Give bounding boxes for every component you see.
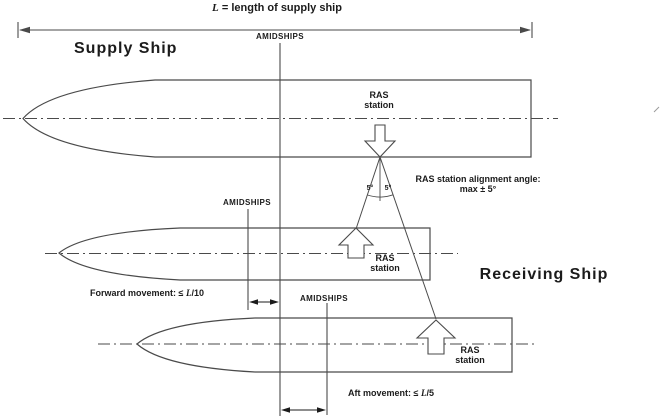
ras-station-label-supply-line1: RAS (369, 90, 389, 100)
aft-movement-prefix: Aft movement: ≤ (348, 388, 421, 398)
movement-arrow-forward (249, 299, 279, 305)
forward-movement-label: Forward movement: ≤ L/10 (90, 288, 204, 298)
forward-movement-suffix: /10 (191, 288, 204, 298)
amidships-label-forward: AMIDSHIPS (222, 198, 272, 207)
amidships-label-aft: AMIDSHIPS (299, 294, 349, 303)
angle-value-right: 5° (384, 185, 392, 192)
movement-arrow-aft (281, 407, 326, 413)
receiving-ship-title: Receiving Ship (479, 266, 609, 283)
alignment-fan-right (379, 156, 437, 320)
angle-value-left: 5° (366, 185, 374, 192)
movement-arrow-aft-head-left (281, 407, 290, 413)
ras-station-label-aft-line1: RAS (460, 345, 480, 355)
forward-ship-hull (58, 227, 431, 281)
ship-length-dimension-line (17, 22, 533, 38)
dimension-arrowhead-left (19, 26, 30, 34)
movement-arrow-forward-head-right (270, 299, 279, 305)
ras-station-label-supply: RAS station (364, 90, 394, 110)
dimension-arrowhead-right (520, 26, 531, 34)
ras-arrow-supply (363, 124, 397, 158)
ras-station-label-forward-line1: RAS (375, 253, 395, 263)
forward-movement-prefix: Forward movement: ≤ (90, 288, 186, 298)
movement-arrow-forward-head-left (249, 299, 258, 305)
alignment-angle-note-line2: max ± 5° (459, 184, 497, 194)
supply-ship-title: Supply Ship (74, 40, 178, 57)
stray-mark (653, 106, 660, 113)
alignment-angle-note: RAS station alignment angle: max ± 5° (415, 174, 540, 194)
supply-ship-hull (22, 79, 532, 158)
aft-movement-variable: L (420, 388, 427, 398)
forward-movement-variable: L (185, 288, 192, 298)
movement-arrow-aft-head-right (317, 407, 326, 413)
ras-station-label-forward: RAS station (370, 253, 400, 273)
ship-length-dimension-label: L = length of supply ship (212, 2, 342, 14)
length-label-text: = length of supply ship (218, 2, 342, 14)
alignment-angle-note-line1: RAS station alignment angle: (415, 174, 541, 184)
length-variable: L (212, 2, 219, 14)
aft-ship-hull (136, 317, 513, 373)
aft-movement-suffix: /5 (426, 388, 434, 398)
ras-station-label-supply-line2: station (364, 100, 394, 110)
ras-arrow-forward (337, 227, 375, 259)
ras-arrow-aft (415, 319, 457, 355)
ras-station-label-forward-line2: station (370, 263, 400, 273)
aft-movement-label: Aft movement: ≤ L/5 (348, 388, 434, 398)
alignment-angle-arc (367, 194, 394, 198)
amidships-label-supply: AMIDSHIPS (255, 32, 305, 41)
ras-station-label-aft-line2: station (455, 355, 485, 365)
alignment-fan-left (356, 156, 381, 228)
ras-station-label-aft: RAS station (455, 345, 485, 365)
